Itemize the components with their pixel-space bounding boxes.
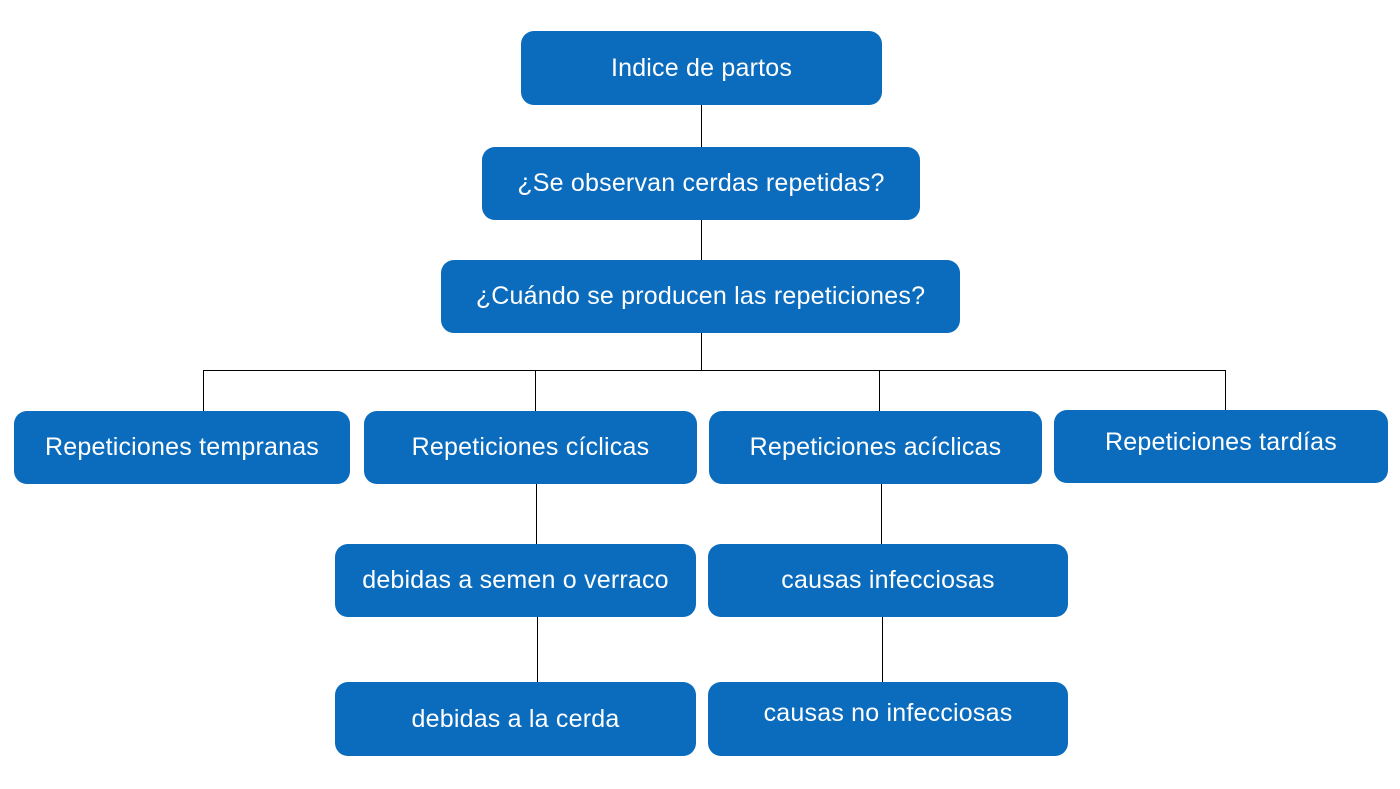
connector-drop-acyclic: [879, 370, 880, 411]
node-debidas-a-la-cerda: debidas a la cerda: [335, 682, 696, 756]
node-repeticiones-ciclicas: Repeticiones cíclicas: [364, 411, 697, 484]
connector-branch-rail: [203, 370, 1226, 371]
node-causas-no-infecciosas: causas no infecciosas: [708, 682, 1068, 756]
node-causas-infecciosas: causas infecciosas: [708, 544, 1068, 617]
connector-q2-rail: [701, 333, 702, 370]
connector-infectious-noninfectious: [882, 617, 883, 682]
connector-cyclic-semen: [536, 484, 537, 544]
connector-root-q1: [701, 105, 702, 147]
node-repeticiones-aciclicas: Repeticiones acíclicas: [709, 411, 1042, 484]
node-se-observan-cerdas: ¿Se observan cerdas repetidas?: [482, 147, 920, 220]
connector-drop-cyclic: [535, 370, 536, 411]
node-cuando-se-producen: ¿Cuándo se producen las repeticiones?: [441, 260, 960, 333]
connector-q1-q2: [701, 220, 702, 260]
connector-drop-early: [203, 370, 204, 411]
node-debidas-semen-verraco: debidas a semen o verraco: [335, 544, 696, 617]
node-indice-de-partos: Indice de partos: [521, 31, 882, 105]
connector-drop-late: [1225, 370, 1226, 410]
node-repeticiones-tardias: Repeticiones tardías: [1054, 410, 1388, 483]
connector-semen-sow: [537, 617, 538, 682]
node-repeticiones-tempranas: Repeticiones tempranas: [14, 411, 350, 484]
connector-acyclic-infectious: [881, 484, 882, 544]
